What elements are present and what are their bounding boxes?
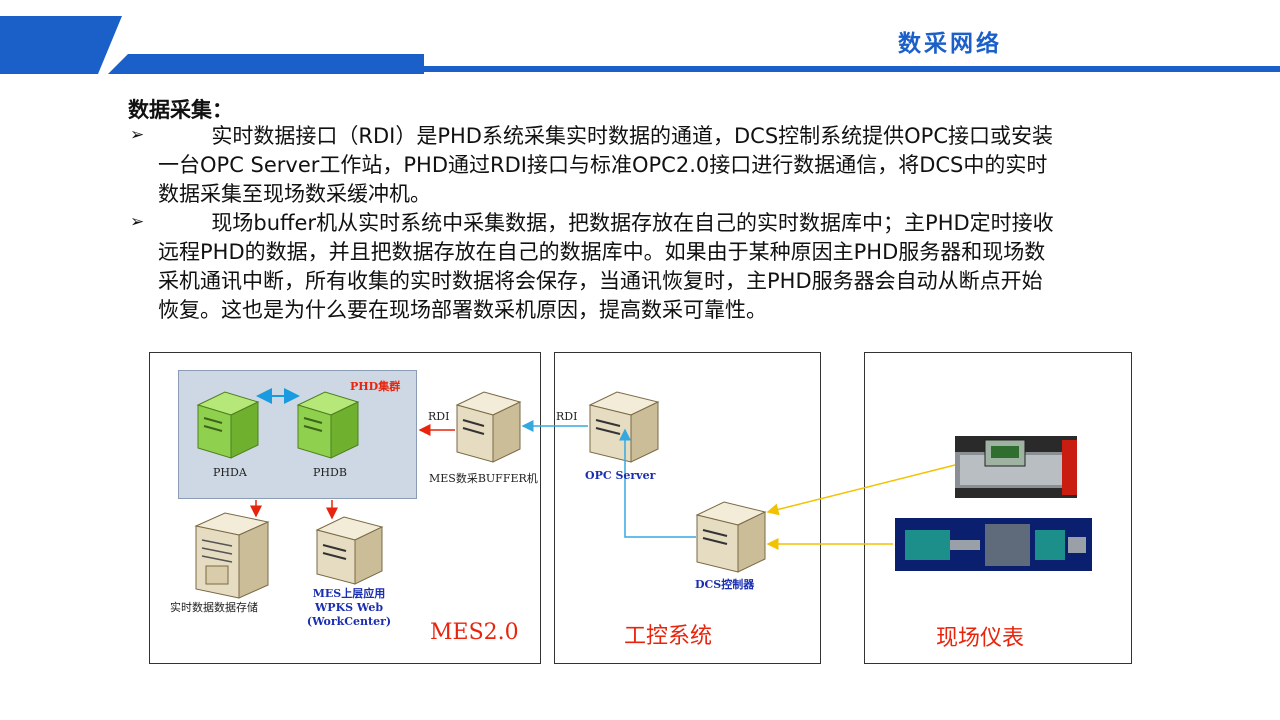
section-title: 数据采集： [128, 98, 233, 122]
opc-server-label: OPC Server [585, 469, 656, 482]
bullet-arrow-icon: ➢ [130, 212, 145, 232]
field-panel [864, 352, 1132, 664]
dcs-label: DCS控制器 [695, 578, 755, 591]
flowmeter-to-dcs-arrow [766, 464, 956, 516]
flowmeter-image [955, 436, 1077, 498]
header-line [424, 66, 1280, 72]
dcs-server-icon [695, 501, 767, 573]
paragraph-2-line-3: 采机通讯中断，所有收集的实时数据将会保存，当通讯恢复时，主PHD服务器会自动从断… [158, 269, 1043, 293]
header-left-stripe [108, 54, 424, 74]
buffer-label: MES数采BUFFER机 [429, 472, 538, 485]
paragraph-1-line-3: 数据采集至现场数采缓冲机。 [158, 182, 431, 206]
rdi-right-label: RDI [556, 410, 578, 423]
paragraph-2-line-2: 远程PHD的数据，并且把数据存放在自己的数据库中。如果由于某种原因主PHD服务器… [158, 240, 1046, 264]
paragraph-1: 实时数据接口（RDI）是PHD系统采集实时数据的通道，DCS控制系统提供OPC接… [158, 122, 1178, 209]
dcs-to-opc-arrow [619, 428, 696, 538]
phdb-server-icon [296, 391, 360, 459]
buffer-server-icon [455, 391, 522, 463]
mes-app-label: MES上层应用 WPKS Web (WorkCenter) [294, 587, 404, 629]
field-panel-label: 现场仪表 [936, 626, 1025, 651]
mes-app-label-line-3: (WorkCenter) [306, 615, 392, 628]
paragraph-2-line-1: 现场buffer机从实时系统中采集数据，把数据存放在自己的实时数据库中；主PHD… [158, 211, 1054, 235]
control-panel-label: 工控系统 [624, 624, 713, 649]
opc-server-icon [588, 391, 660, 463]
storage-server-icon [194, 512, 270, 599]
paragraph-1-line-1: 实时数据接口（RDI）是PHD系统采集实时数据的通道，DCS控制系统提供OPC接… [158, 124, 1053, 148]
rdi-left-label: RDI [428, 410, 450, 423]
paragraph-2: 现场buffer机从实时系统中采集数据，把数据存放在自己的实时数据库中；主PHD… [158, 209, 1178, 325]
storage-label: 实时数据数据存储 [170, 601, 258, 614]
pump-image [895, 518, 1092, 571]
header-decoration [0, 16, 1280, 74]
bullet-arrow-icon: ➢ [130, 125, 145, 145]
mes-app-label-line-2: WPKS Web [314, 601, 384, 614]
phdb-label: PHDB [313, 466, 347, 479]
mes-app-server-icon [315, 516, 384, 585]
phda-label: PHDA [213, 466, 247, 479]
phd-cluster-label: PHD集群 [350, 380, 401, 393]
mes-panel-label: MES2.0 [430, 620, 519, 645]
page-title: 数采网络 [898, 31, 1002, 57]
header-left-block [0, 16, 122, 74]
paragraph-2-line-4: 恢复。这也是为什么要在现场部署数采机原因，提高数采可靠性。 [158, 298, 767, 322]
phda-server-icon [196, 391, 260, 459]
mes-app-label-line-1: MES上层应用 [312, 587, 386, 600]
paragraph-1-line-2: 一台OPC Server工作站，PHD通过RDI接口与标准OPC2.0接口进行数… [158, 153, 1048, 177]
